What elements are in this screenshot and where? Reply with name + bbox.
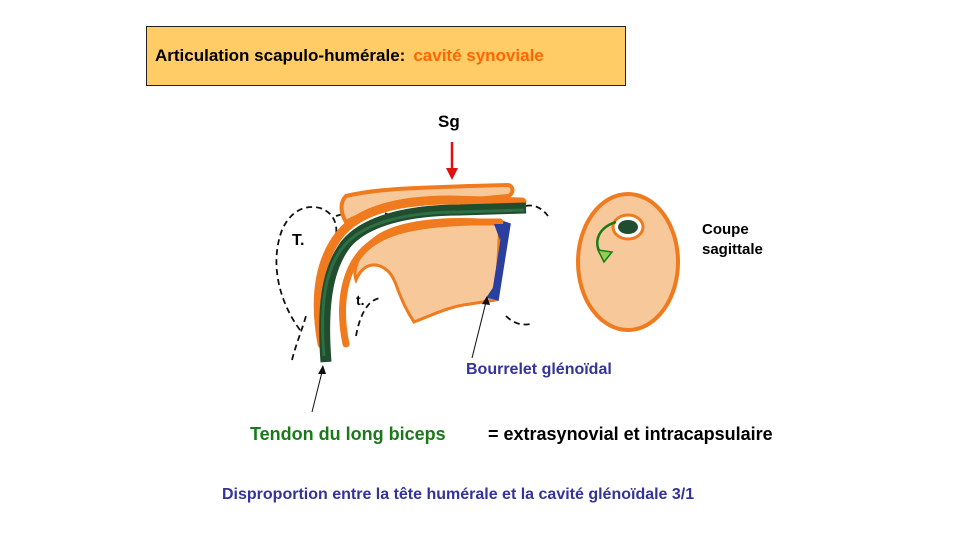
sagittal-section xyxy=(576,192,680,332)
title-prefix: Articulation scapulo-humérale: xyxy=(155,46,406,65)
dashed-outline-lower xyxy=(291,315,307,361)
bourrelet-pointer xyxy=(471,296,490,359)
disproportion-caption: Disproportion entre la tête humérale et … xyxy=(222,486,695,503)
tendon-pointer xyxy=(311,365,326,413)
coupe-sagittale-label: Coupe sagittale xyxy=(702,220,763,260)
bourrelet-label: Bourrelet glénoïdal xyxy=(466,361,612,378)
acromion-shape xyxy=(339,182,515,225)
biceps-tendon-highlight xyxy=(321,208,525,357)
capsule-outer xyxy=(313,195,527,349)
coupe-line2: sagittale xyxy=(702,241,763,258)
humeral-head xyxy=(353,218,502,324)
tubercle-major-label: T. xyxy=(292,232,305,249)
sg-label: Sg xyxy=(438,112,460,131)
title-box: Articulation scapulo-humérale: cavité sy… xyxy=(146,26,626,86)
labrum-lower-triangle xyxy=(486,280,498,300)
labrum-upper-triangle xyxy=(494,224,506,240)
tendon-label: Tendon du long biceps xyxy=(250,424,446,444)
capsule-inner xyxy=(339,218,504,348)
dashed-outline-inner xyxy=(355,297,381,337)
coupe-line1: Coupe xyxy=(702,221,749,238)
dashed-outline-top-right xyxy=(525,204,549,217)
sg-arrow xyxy=(446,142,458,180)
tubercle-minor-label: t. xyxy=(356,292,365,308)
title-highlight: cavité synoviale xyxy=(413,46,544,65)
dashed-outline-right xyxy=(505,315,531,326)
extrasynovial-label: = extrasynovial et intracapsulaire xyxy=(488,424,773,444)
tubercle-outline-dashed xyxy=(275,206,338,331)
